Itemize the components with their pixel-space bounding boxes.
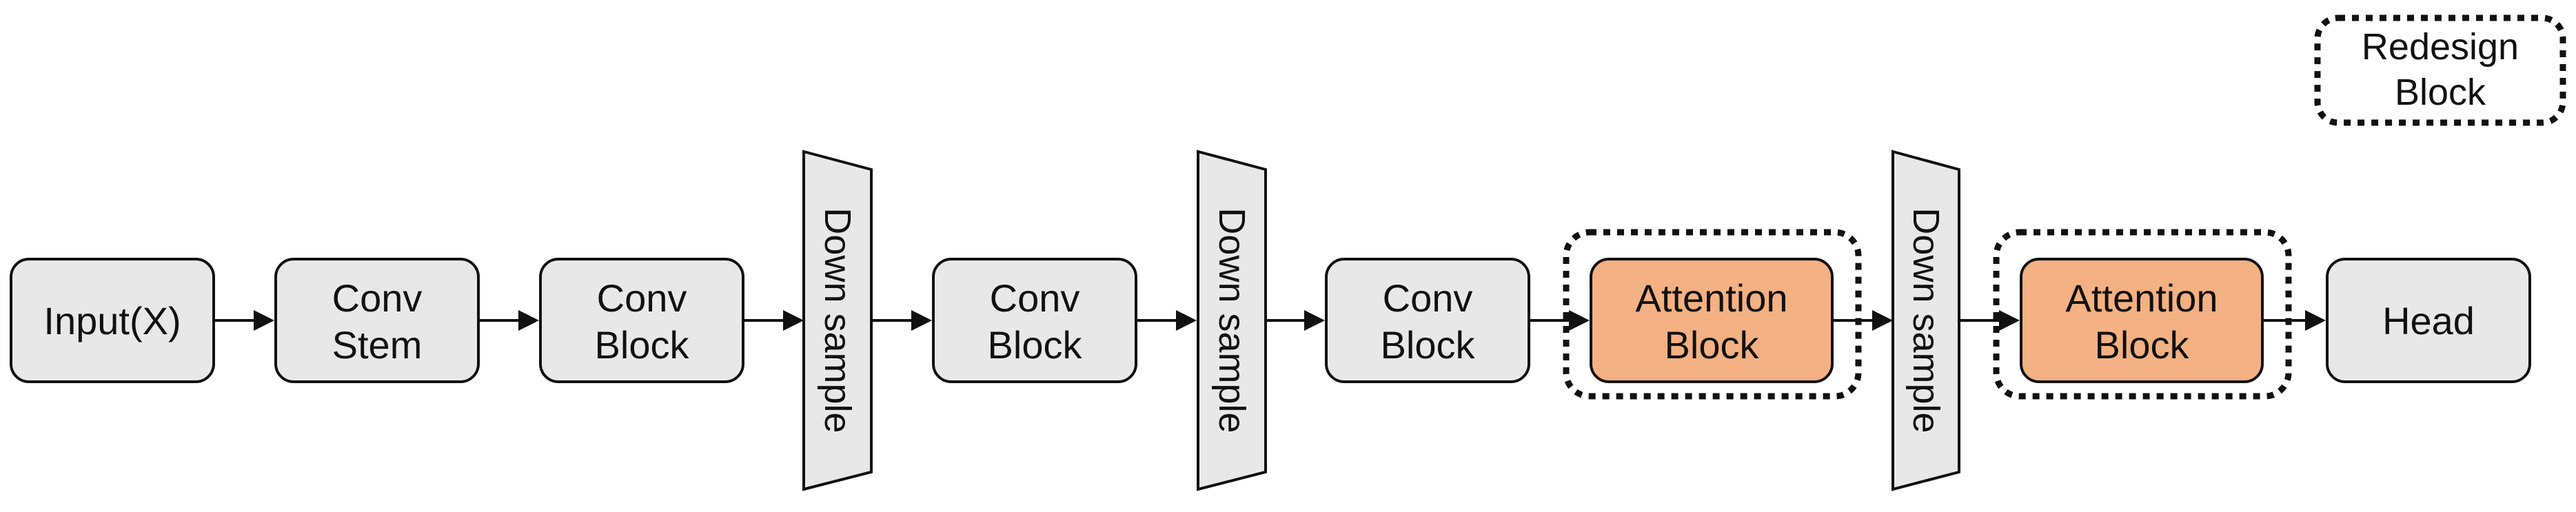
node-conv-block-1-line1: Conv <box>597 276 687 320</box>
node-conv-block-1: Conv Block <box>539 258 744 383</box>
node-conv-stem-line1: Conv <box>332 276 423 320</box>
legend-label-line2: Block <box>2395 72 2486 113</box>
node-attention-block-2-line1: Attention <box>2065 276 2218 320</box>
node-conv-block-2: Conv Block <box>932 258 1137 383</box>
node-conv-block-3-line1: Conv <box>1383 276 1473 320</box>
arrows <box>214 310 2326 331</box>
node-conv-stem-line2: Stem <box>332 323 423 367</box>
legend-label-line1: Redesign <box>2362 26 2519 68</box>
node-conv-block-2-line1: Conv <box>990 276 1080 320</box>
node-head-label: Head <box>2382 299 2475 342</box>
node-down-sample-1: Down sample <box>802 150 873 491</box>
node-conv-block-3-line2: Block <box>1381 323 1476 367</box>
node-conv-block-3: Conv Block <box>1325 258 1530 383</box>
redesign-outline-2 <box>1993 229 2292 400</box>
node-input: Input(X) <box>10 258 215 383</box>
node-head: Head <box>2326 258 2531 383</box>
redesign-outline-1 <box>1563 229 1862 400</box>
legend-redesign-block: Redesign Block <box>2314 14 2566 126</box>
node-down-sample-3: Down sample <box>1892 150 1960 491</box>
node-attention-block-1-line1: Attention <box>1635 276 1787 320</box>
node-attention-block-2-line2: Block <box>2095 323 2190 367</box>
node-down-sample-3-label: Down sample <box>1905 207 1947 433</box>
node-down-sample-2-label: Down sample <box>1211 207 1252 433</box>
node-conv-stem: Conv Stem <box>274 258 480 383</box>
node-attention-block-1-line2: Block <box>1665 323 1760 367</box>
node-down-sample-2: Down sample <box>1197 150 1267 491</box>
node-attention-block-2: Attention Block <box>2020 258 2264 383</box>
node-conv-block-2-line2: Block <box>988 323 1083 367</box>
node-down-sample-1-label: Down sample <box>817 207 858 433</box>
node-input-label: Input(X) <box>43 299 181 342</box>
node-conv-block-1-line2: Block <box>595 323 690 367</box>
node-attention-block-1: Attention Block <box>1590 258 1834 383</box>
